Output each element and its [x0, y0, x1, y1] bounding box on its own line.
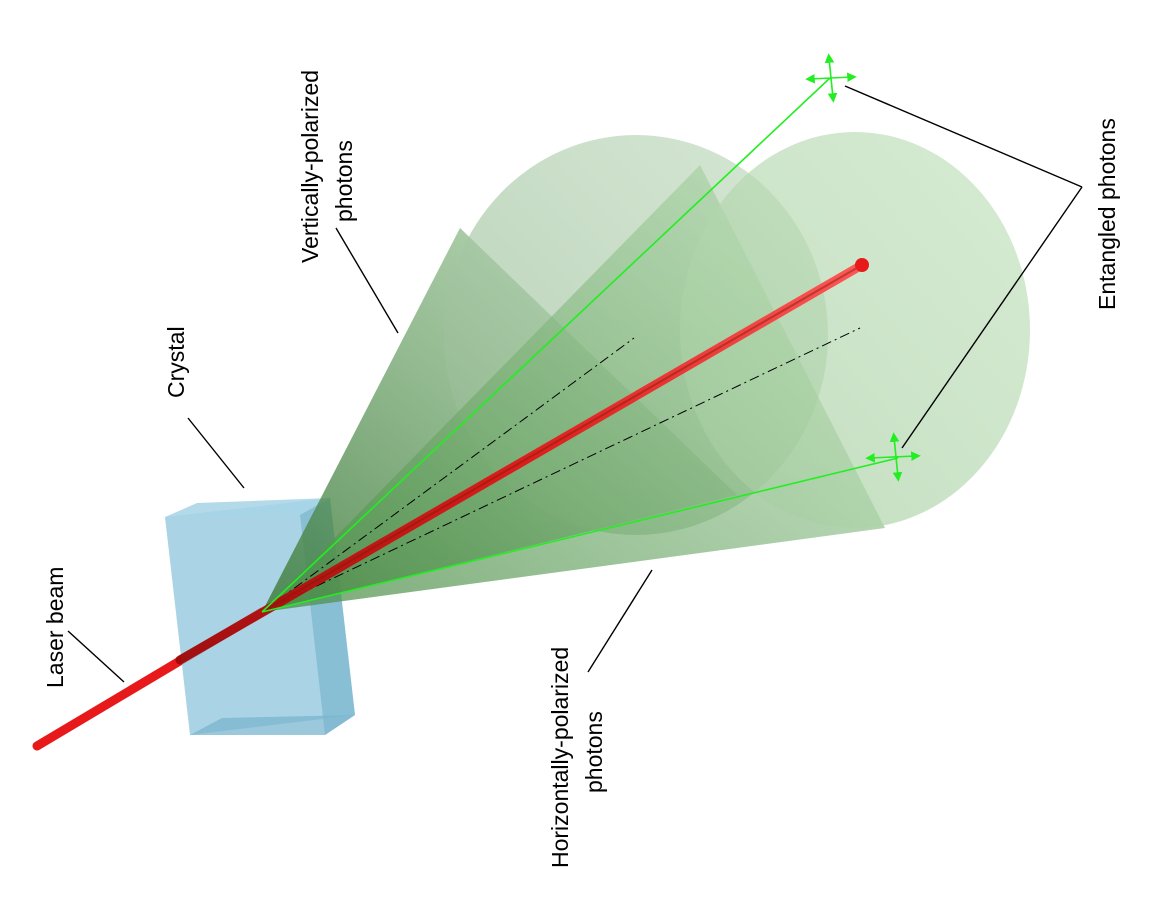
polarization-arrows-lower-icon	[865, 432, 921, 482]
leader-vertical-photons	[335, 227, 399, 334]
laser-beam-outgoing	[175, 260, 867, 665]
polarization-arrows-upper-icon	[805, 53, 857, 103]
leader-entangled-lower	[901, 186, 1083, 449]
laser-beam-end	[855, 258, 869, 272]
laser-beam-core	[261, 264, 863, 613]
leader-crystal	[187, 417, 245, 489]
horizontal-photon-cone	[262, 132, 1030, 612]
horizontal-photons-label: Horizontally-polarized	[547, 647, 573, 868]
leader-entangled-upper	[844, 85, 1083, 188]
horizontal-photons-label-line2: photons	[581, 711, 607, 793]
vertical-photons-label-line2: photons	[331, 140, 357, 222]
vertical-photons-label: Vertically-polarized	[297, 70, 323, 263]
crystal-label: Crystal	[163, 326, 189, 398]
photon-ray-upper	[261, 77, 831, 613]
cone-axis-vertical	[261, 337, 635, 613]
photon-ray-lower	[261, 457, 899, 613]
leader-horizontal-photons	[587, 569, 653, 673]
laser-beam-label: Laser beam	[42, 567, 68, 688]
leader-laser-beam	[67, 630, 125, 683]
entangled-photons-label: Entangled photons	[1094, 118, 1120, 310]
